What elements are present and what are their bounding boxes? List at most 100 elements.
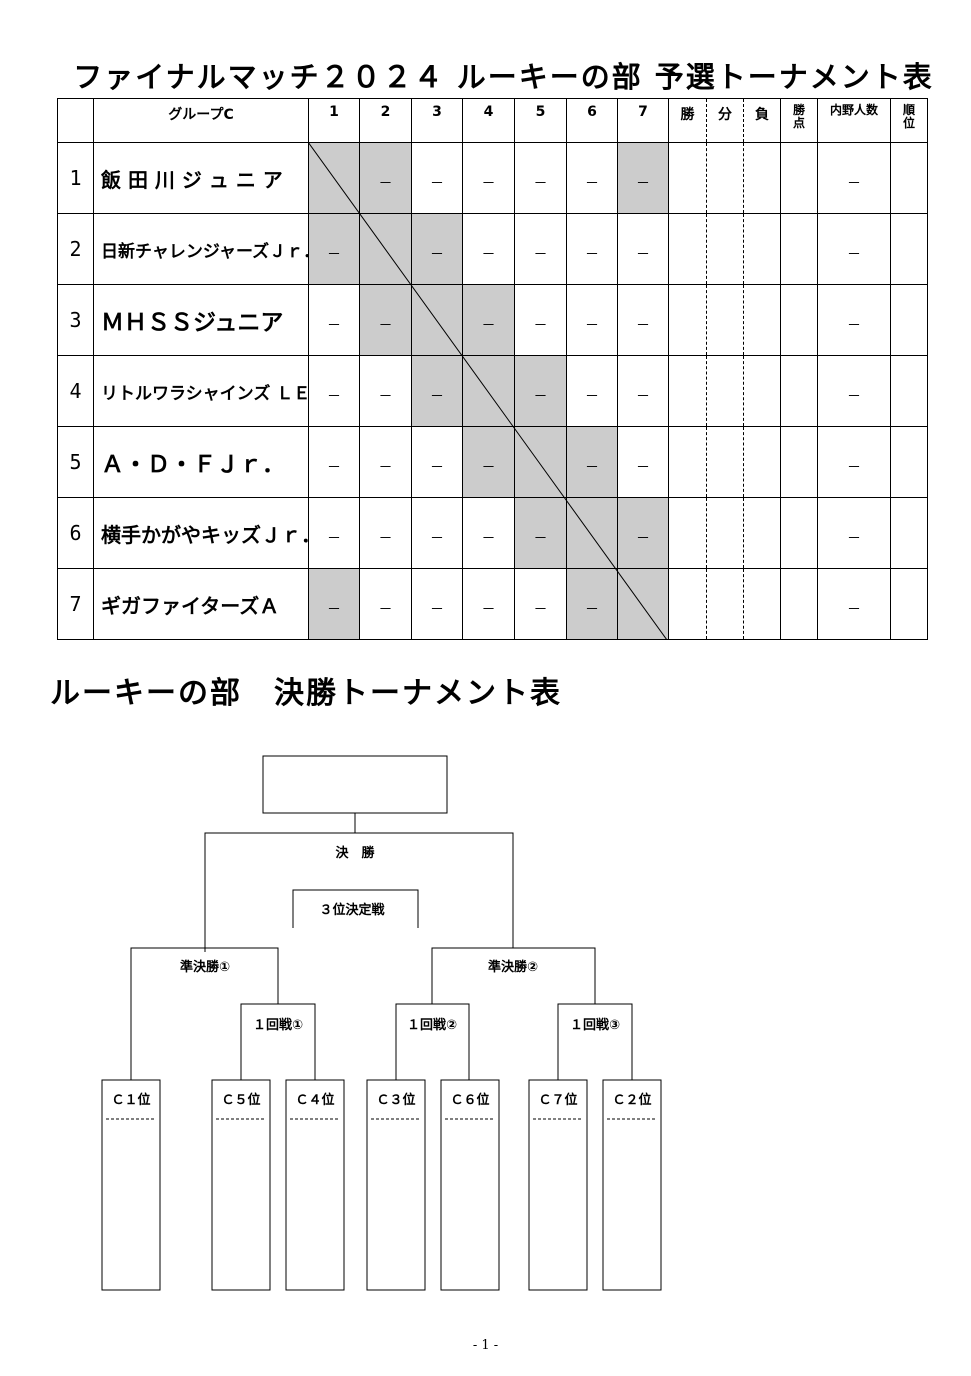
match-cell: － [411,142,463,214]
r1-1-label: １回戦① [253,1017,303,1033]
match-cell: － [514,142,567,214]
team-name: リトルワラシャインズ ＬＥＡＰ [93,355,309,427]
loss-cell [743,355,781,427]
table-header-row: グループC 1 2 3 4 5 6 7 勝 分 負 勝 点 内野人数 順 位 [57,98,928,143]
header-loss: 負 [743,98,781,143]
team-number: 4 [57,355,94,427]
win-cell [668,568,707,640]
match-cell: － [359,142,412,214]
match-cell: － [617,426,669,498]
rank-cell [890,284,928,356]
points-cell [780,355,818,427]
match-cell: － [566,284,618,356]
team-name: ＭＨＳＳジュニア [93,284,309,356]
points-cell [780,284,818,356]
points-cell [780,426,818,498]
match-cell [566,497,618,569]
loss-cell [743,497,781,569]
match-cell: － [411,213,463,285]
seed-box [440,1079,500,1291]
semi1-bracket-line [130,947,279,1080]
infield-cell: － [817,142,891,214]
match-cell [411,284,463,356]
draw-cell [706,142,744,214]
match-cell [308,142,360,214]
match-cell: － [566,142,618,214]
match-cell: － [411,355,463,427]
header-infield: 内野人数 [817,98,891,143]
draw-cell [706,497,744,569]
team-number: 2 [57,213,94,285]
match-cell: － [566,568,618,640]
loss-cell [743,284,781,356]
r1-2-bracket-line [395,1003,470,1080]
page-title: ファイナルマッチ２０２４ ルーキーの部 予選トーナメント表 [73,60,934,94]
match-cell: － [411,426,463,498]
rank-cell [890,497,928,569]
final-label: 決 勝 [335,845,375,861]
r1-3-bracket-line [557,1003,633,1080]
final-title: ルーキーの部 決勝トーナメント表 [50,676,562,711]
seed-label: Ｃ５位 [221,1092,260,1108]
col-num-3: 3 [411,98,463,143]
match-cell: － [308,497,360,569]
match-cell: － [617,497,669,569]
seed-box [528,1079,588,1291]
seed-box [366,1079,426,1291]
semi1-label: 準決勝① [180,959,230,975]
bracket-lines [130,755,633,1080]
match-cell [617,568,669,640]
rank-cell [890,142,928,214]
match-cell: － [308,426,360,498]
match-cell: － [514,213,567,285]
draw-cell [706,426,744,498]
points-cell [780,142,818,214]
col-num-5: 5 [514,98,567,143]
win-cell [668,497,707,569]
seed-label: Ｃ６位 [450,1092,489,1108]
seed-label: Ｃ１位 [111,1092,150,1108]
win-cell [668,142,707,214]
seed-box [602,1079,662,1291]
match-cell: － [566,213,618,285]
header-rank: 順 位 [890,98,928,143]
loss-cell [743,426,781,498]
points-cell [780,568,818,640]
seed-box [285,1079,345,1291]
team-name: 横手かがやキッズＪｒ． [93,497,309,569]
team-number: 3 [57,284,94,356]
match-cell: － [411,497,463,569]
match-cell: － [514,284,567,356]
draw-cell [706,355,744,427]
infield-cell: － [817,497,891,569]
seed-box [101,1079,161,1291]
header-blank [57,98,94,143]
match-cell: － [359,355,412,427]
infield-cell: － [817,213,891,285]
loss-cell [743,568,781,640]
col-num-7: 7 [617,98,669,143]
loss-cell [743,213,781,285]
win-cell [668,355,707,427]
infield-cell: － [817,355,891,427]
header-draw: 分 [706,98,744,143]
match-cell: － [462,497,515,569]
rank-cell [890,213,928,285]
seed-label: Ｃ７位 [538,1092,577,1108]
r1-3-label: １回戦③ [570,1017,620,1033]
seed-label: Ｃ４位 [295,1092,334,1108]
match-cell: － [514,568,567,640]
header-points: 勝 点 [780,98,818,143]
r1-2-label: １回戦② [407,1017,457,1033]
seed-label: Ｃ３位 [376,1092,415,1108]
team-number: 7 [57,568,94,640]
team-name: ギガファイターズＡ [93,568,309,640]
semi2-label: 準決勝② [488,959,538,975]
match-cell: － [359,497,412,569]
page-number: - 1 - [472,1338,499,1353]
points-cell [780,497,818,569]
